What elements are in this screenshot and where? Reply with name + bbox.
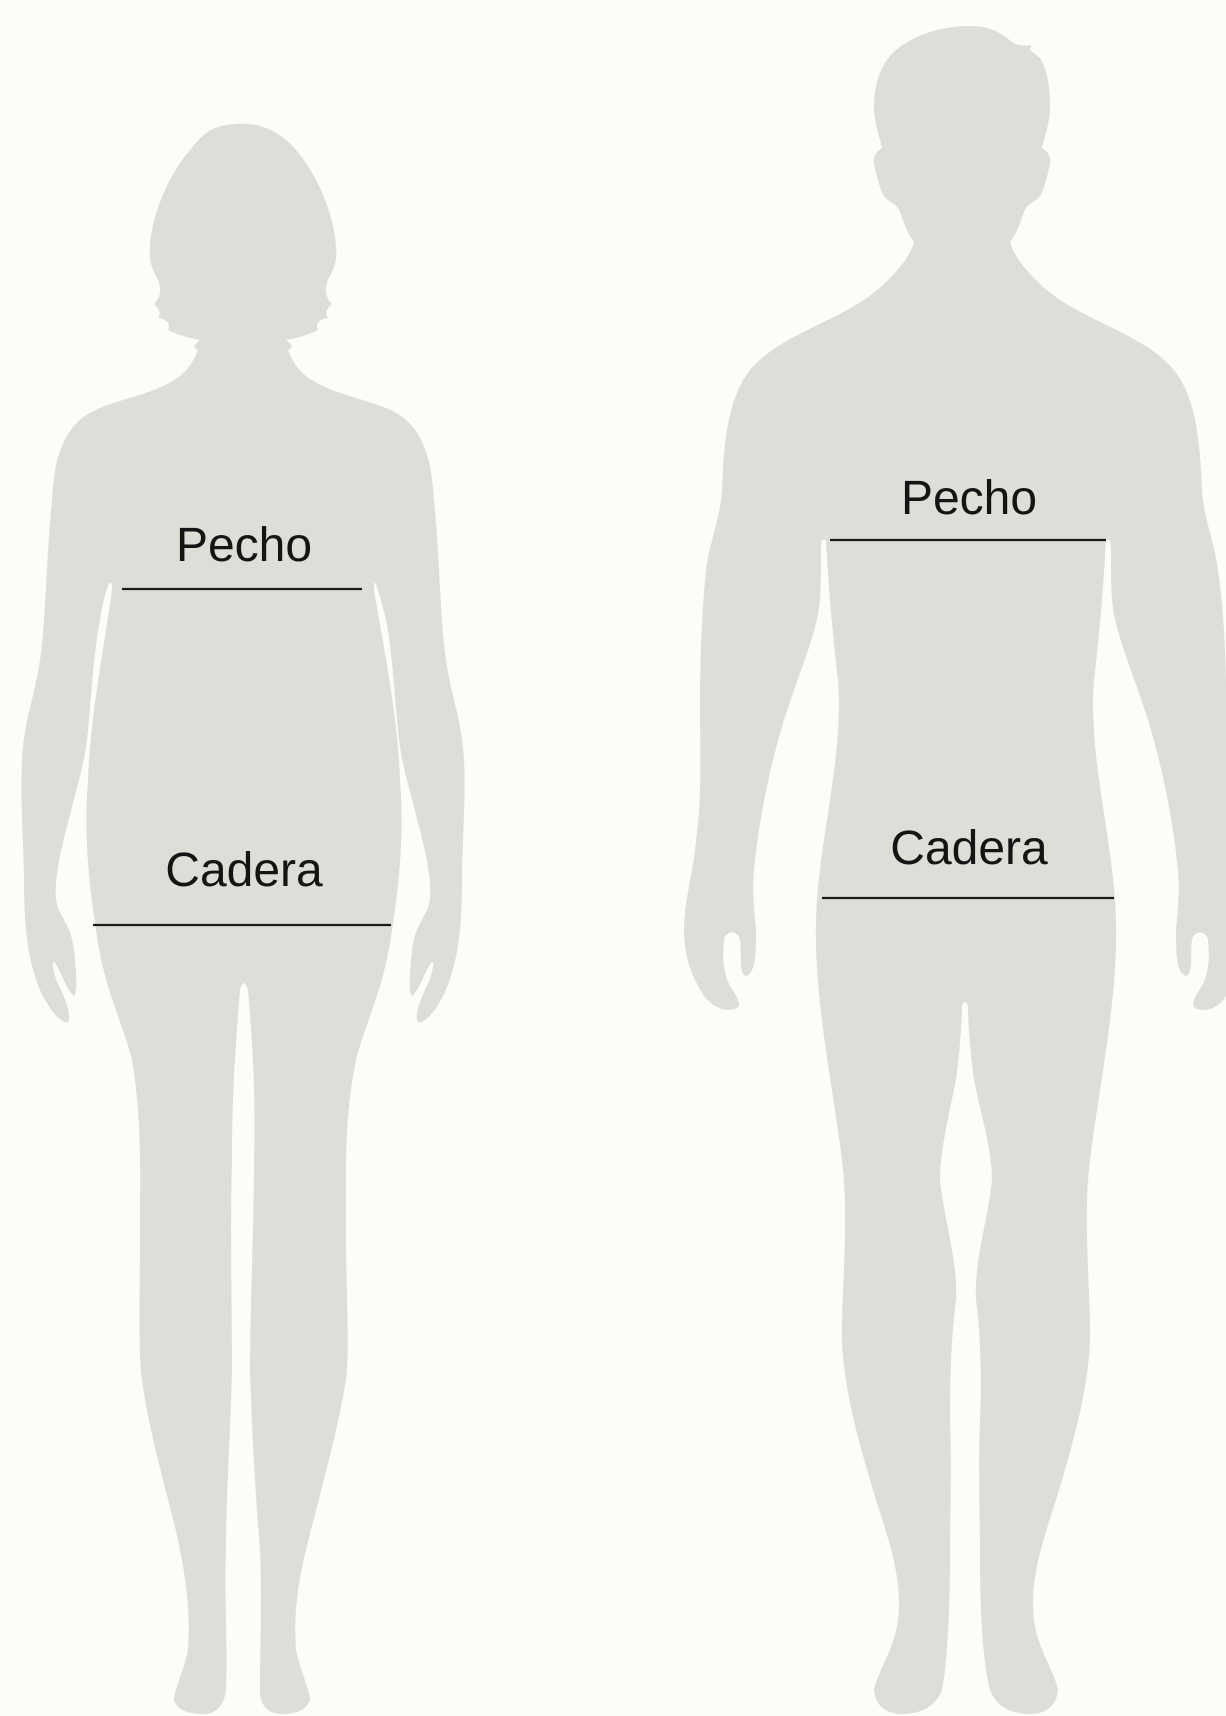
female-silhouette — [21, 124, 464, 1714]
male-chest-label: Pecho — [901, 472, 1037, 525]
female-hip-label: Cadera — [165, 844, 323, 897]
female-figure: Pecho Cadera — [21, 124, 464, 1714]
male-hip-label: Cadera — [890, 822, 1048, 875]
male-figure: Pecho Cadera — [684, 26, 1226, 1714]
female-chest-label: Pecho — [176, 519, 312, 572]
